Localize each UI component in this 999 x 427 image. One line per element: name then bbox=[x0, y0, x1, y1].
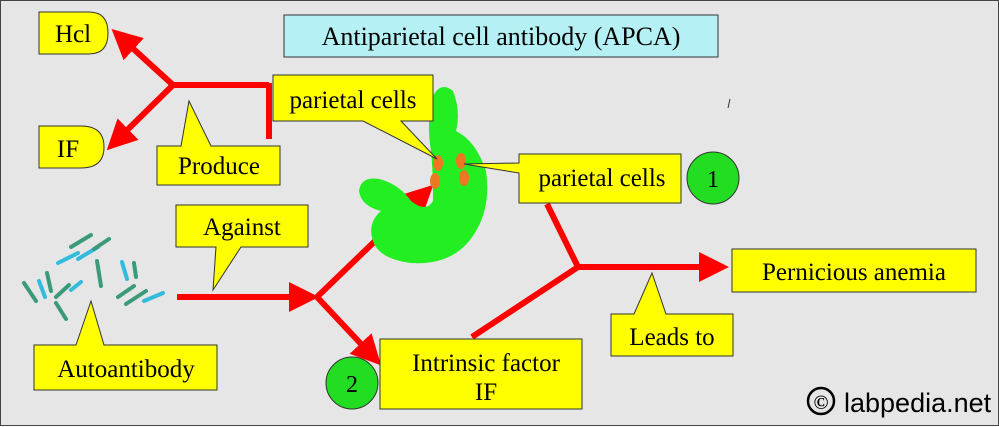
pernicious-anemia-label: Pernicious anemia bbox=[762, 259, 946, 286]
hcl-box: Hcl bbox=[38, 11, 109, 55]
copyright-icon bbox=[806, 386, 836, 416]
against-callout: Against bbox=[175, 204, 309, 292]
badge-two: 2 bbox=[325, 356, 379, 410]
produce-callout: Produce bbox=[156, 99, 281, 186]
parietal-to-junction bbox=[544, 202, 581, 269]
parietal-cell bbox=[433, 155, 443, 171]
title-box: Antiparietal cell antibody (APCA) bbox=[283, 14, 719, 58]
parietal-cells-top-callout: parietal cells bbox=[272, 74, 438, 160]
produce-label: Produce bbox=[178, 153, 260, 180]
autoantibody-icons bbox=[22, 233, 165, 321]
antibody-icon bbox=[116, 284, 165, 306]
if-label: IF bbox=[57, 136, 79, 163]
leads-to-callout: Leads to bbox=[610, 271, 734, 357]
pernicious-anemia-box: Pernicious anemia bbox=[731, 248, 977, 293]
parietal-cell bbox=[459, 170, 469, 186]
antibody-icon bbox=[92, 237, 111, 288]
autoantibody-callout: Autoantibody bbox=[33, 299, 218, 391]
arrow-to-if bbox=[106, 82, 176, 151]
antibody-icon bbox=[120, 260, 138, 281]
copyright-symbol: © bbox=[814, 392, 829, 414]
leads-to-label: Leads to bbox=[629, 324, 714, 351]
antibody-icon bbox=[22, 271, 53, 303]
parietal-cell bbox=[430, 173, 440, 189]
if-to-junction bbox=[470, 264, 580, 340]
arrow-to-hcl bbox=[111, 28, 176, 88]
stomach-shape bbox=[359, 87, 488, 264]
parietal-cells-top-label: parietal cells bbox=[289, 87, 416, 114]
watermark-text: labpedia.net bbox=[844, 388, 992, 418]
parietal-cells-right-label: parietal cells bbox=[538, 165, 665, 192]
antibody-icon bbox=[54, 280, 83, 321]
hcl-label: Hcl bbox=[55, 21, 91, 48]
badge-one: 1 bbox=[686, 151, 740, 205]
parietal-cell bbox=[456, 153, 466, 169]
intrinsic-factor-box: Intrinsic factor IF bbox=[379, 338, 583, 410]
autoantibody-label: Autoantibody bbox=[57, 356, 195, 383]
badge-two-label: 2 bbox=[346, 372, 358, 398]
arrow-to-intrinsic bbox=[314, 294, 382, 366]
if-box: IF bbox=[38, 125, 105, 169]
intrinsic-factor-line1: Intrinsic factor bbox=[412, 350, 561, 377]
parietal-cells-right-callout: parietal cells bbox=[463, 153, 682, 204]
intrinsic-factor-line2: IF bbox=[475, 379, 497, 406]
against-label: Against bbox=[203, 214, 281, 241]
badge-one-label: 1 bbox=[707, 167, 719, 193]
title-text: Antiparietal cell antibody (APCA) bbox=[322, 22, 681, 51]
stray-mark bbox=[727, 98, 731, 109]
watermark: © labpedia.net bbox=[806, 386, 992, 418]
